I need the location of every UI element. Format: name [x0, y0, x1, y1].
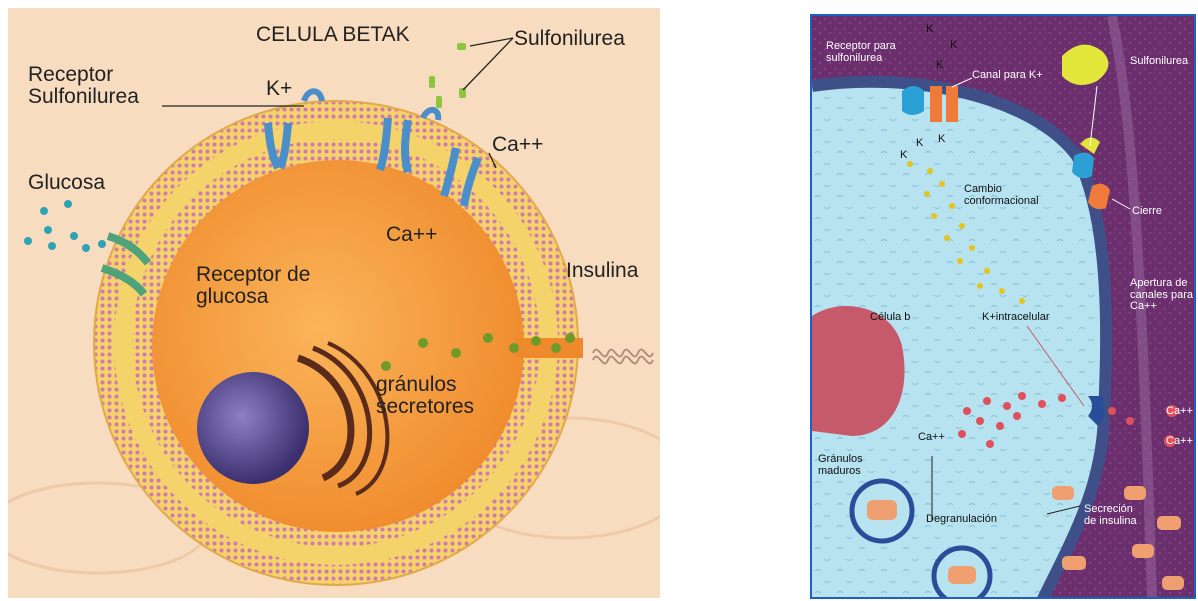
label-k-ion: K	[916, 138, 923, 150]
insulin-molecule	[593, 350, 653, 357]
sulfonylurea-receptor	[902, 86, 924, 115]
label-secrecion-insulina: Secreción de insulina	[1084, 504, 1137, 527]
label-cambio-conformacional: Cambio conformacional	[964, 184, 1039, 207]
label-apertura-canales: Apertura de canales para Ca++	[1130, 278, 1193, 313]
label-receptor-glucosa: Receptor de glucosa	[196, 264, 310, 308]
sulfonylurea-receptor	[304, 91, 322, 101]
label-degranulacion: Degranulación	[926, 514, 997, 526]
label-k-ion: K	[926, 24, 933, 36]
label-sulfonilurea: Sulfonilurea	[1130, 56, 1188, 68]
insulin-granule-content	[948, 566, 976, 584]
label-ca-extracelular-2: Ca++	[1166, 436, 1193, 448]
nucleus	[197, 372, 309, 484]
label-ca-extracelular-1: Ca++	[1166, 406, 1193, 418]
glucose-molecules	[24, 200, 106, 252]
label-insulina: Insulina	[566, 260, 638, 282]
k-channel	[405, 120, 408, 172]
title-celula-beta: CELULA BETAK	[256, 24, 410, 46]
insulin-granule-content	[867, 500, 897, 520]
label-ca-inner: Ca++	[386, 224, 437, 246]
sulfonylurea-molecules	[429, 43, 466, 108]
beta-cell-diagram-right: Receptor para sulfonilurea Canal para K+…	[810, 14, 1196, 599]
label-k-ion: K	[950, 40, 957, 52]
label-k-plus: K+	[266, 78, 292, 100]
label-k-ion: K	[938, 134, 945, 146]
label-granulos-secretores: gránulos secretores	[376, 374, 474, 418]
beta-cell-diagram-left: CELULA BETAK Sulfonilurea Receptor Sulfo…	[8, 8, 660, 598]
label-ca-outer: Ca++	[492, 134, 543, 156]
label-k-ion: K	[936, 60, 943, 72]
label-ca-intracelular: Ca++	[918, 432, 945, 444]
label-cierre: Cierre	[1132, 206, 1162, 218]
label-canal-k: Canal para K+	[972, 70, 1043, 82]
label-celula-b: Célula b	[870, 312, 910, 324]
label-k-intracelular: K+intracelular	[982, 312, 1050, 324]
sulfonylurea-receptor-bound	[1072, 152, 1094, 178]
label-granulos-maduros: Gránulos maduros	[818, 454, 863, 477]
label-glucosa: Glucosa	[28, 172, 105, 194]
label-k-ion: K	[900, 150, 907, 162]
label-sulfonilurea: Sulfonilurea	[514, 28, 625, 50]
insulin-molecule	[593, 357, 653, 364]
label-receptor-sulfonilurea: Receptor Sulfonilurea	[28, 64, 139, 108]
label-receptor-sulfonilurea: Receptor para sulfonilurea	[826, 41, 896, 64]
neighbour-cell	[812, 306, 905, 436]
sulfonylurea-receptor	[423, 110, 438, 120]
